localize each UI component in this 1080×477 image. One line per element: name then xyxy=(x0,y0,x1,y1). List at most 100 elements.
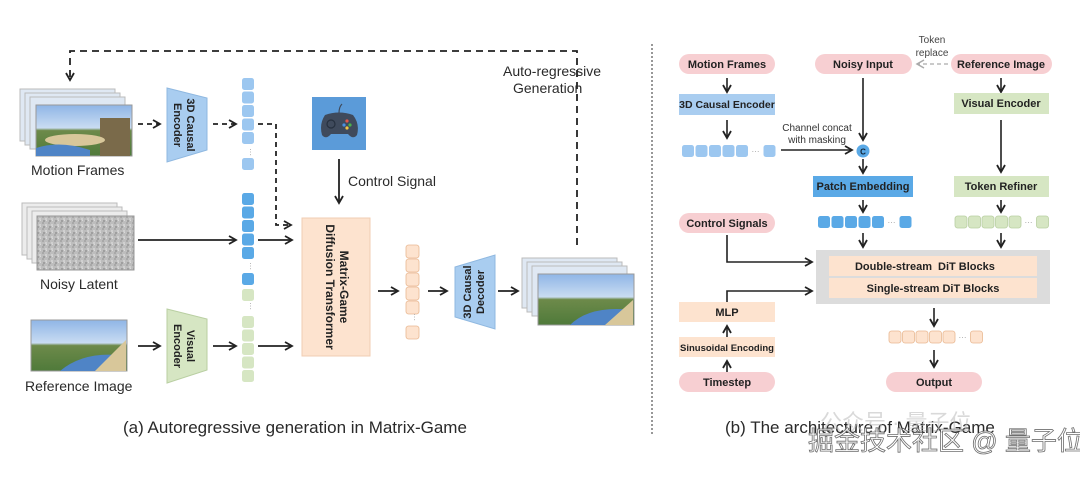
ellipsis: ··· xyxy=(752,147,760,156)
token-cell xyxy=(405,300,420,315)
noisy-input-pill-label: Noisy Input xyxy=(833,59,893,71)
token-cell xyxy=(902,330,915,344)
dit-blocks-label: DiT Blocks xyxy=(938,261,995,273)
mlp-label: MLP xyxy=(715,307,738,319)
ellipsis: ··· xyxy=(959,333,967,342)
ellipsis: ··· xyxy=(888,218,896,227)
reference-image-pill xyxy=(951,54,1052,74)
token-cell xyxy=(858,216,871,228)
token-cell xyxy=(899,216,912,228)
output-label: Output xyxy=(916,377,952,389)
token-cell xyxy=(818,216,830,228)
channel-concat-label-1: Channel concat xyxy=(782,123,852,134)
visual-encoder-label-1: Visual xyxy=(184,330,196,362)
output-token-column: ··· xyxy=(405,244,420,340)
timestep-label: Timestep xyxy=(703,377,751,389)
timestep-pill xyxy=(679,372,775,392)
output-pill xyxy=(886,372,982,392)
dit-blocks-block xyxy=(934,256,1037,276)
patch-embedding-label: Patch Embedding xyxy=(817,181,910,193)
token-cell xyxy=(242,220,254,232)
channel-concat-label-2: with masking xyxy=(787,135,846,146)
double-stream-label: Double-stream xyxy=(855,261,932,273)
left-caption: (a) Autoregressive generation in Matrix-… xyxy=(123,418,467,437)
token-cell xyxy=(242,78,254,90)
3d-causal-encoder-label: 3D Causal Encoder xyxy=(679,99,775,111)
ellipsis: ··· xyxy=(1025,218,1033,227)
concat-node xyxy=(856,144,870,158)
watermark-line-2: 掘金技术社区 @ 量子位 xyxy=(808,426,1080,456)
token-cell xyxy=(722,145,735,157)
ellipsis: ··· xyxy=(246,148,255,156)
token-cell xyxy=(695,145,708,157)
visual-encoder-box xyxy=(954,93,1049,114)
encoder-label-1: 3D Causal xyxy=(184,98,196,151)
3d-causal-encoder-block xyxy=(166,87,208,163)
token-cell xyxy=(242,329,254,342)
motion-frames-pill xyxy=(679,54,775,74)
gamepad-icon xyxy=(312,97,366,150)
watermark-line-1: 公众号 · 量子位 xyxy=(820,410,972,435)
visual-encoder-label: Visual Encoder xyxy=(961,98,1041,110)
patch-embedding-box xyxy=(813,176,913,197)
visual-encoder-block xyxy=(166,308,208,384)
autoregressive-loop-arrow xyxy=(65,50,578,245)
token-cell xyxy=(929,330,942,344)
token-cell xyxy=(682,145,694,157)
token-cell xyxy=(970,330,983,344)
token-cell xyxy=(405,272,420,287)
token-cell xyxy=(942,330,956,344)
refined-token-row: ··· xyxy=(954,215,1049,229)
token-replace-label-2: replace xyxy=(916,48,949,59)
output-token-row: ··· xyxy=(888,330,983,344)
token-cell xyxy=(242,233,254,246)
token-cell xyxy=(242,356,254,369)
token-cell xyxy=(242,91,254,104)
autoregressive-label-2: Generation xyxy=(513,80,582,96)
reference-image-label: Reference Image xyxy=(25,378,133,394)
motion-frames-label: Motion Frames xyxy=(31,162,124,178)
control-signals-pill-label: Control Signals xyxy=(686,218,767,230)
arrow-mlp-to-dit xyxy=(726,286,814,302)
token-cell xyxy=(242,158,254,170)
motion-token-row: ··· xyxy=(682,145,776,157)
double-stream-block xyxy=(829,256,934,276)
token-cell xyxy=(995,215,1008,229)
token-cell xyxy=(405,244,420,259)
token-cell xyxy=(1008,215,1022,229)
control-signal-label: Control Signal xyxy=(348,173,436,189)
token-refiner-label: Token Refiner xyxy=(965,181,1038,193)
token-cell xyxy=(405,258,420,273)
ellipsis: ··· xyxy=(410,313,419,321)
token-cell xyxy=(405,325,420,340)
patch-token-row: ··· xyxy=(818,216,912,228)
dit-label-1: Matrix-Game xyxy=(337,251,351,324)
token-cell xyxy=(242,343,254,355)
token-cell xyxy=(242,289,254,301)
decoder-label-1: 3D Causal xyxy=(462,265,474,318)
noisy-latent-stack xyxy=(21,202,135,271)
sinusoidal-encoding-box xyxy=(679,337,775,357)
noisy-latent-label: Noisy Latent xyxy=(40,276,118,292)
3d-causal-encoder-box xyxy=(679,94,775,115)
token-cell xyxy=(242,193,254,205)
decoder-label-2: Decoder xyxy=(475,269,487,314)
token-cell xyxy=(242,370,254,382)
single-stream-label: Single-stream DiT Blocks xyxy=(867,283,1000,295)
token-cell xyxy=(763,145,776,157)
dit-label-2: Diffusion Transformer xyxy=(323,224,337,350)
visual-encoder-label-2: Encoder xyxy=(171,324,183,369)
3d-causal-decoder-block xyxy=(454,254,496,330)
arrow-control-to-dit xyxy=(726,235,814,267)
token-cell xyxy=(1036,215,1049,229)
autoregressive-label-1: Auto-regressive xyxy=(503,63,601,79)
ellipsis: ··· xyxy=(246,262,255,270)
token-cell xyxy=(888,330,902,344)
token-cell xyxy=(736,145,748,157)
token-cell xyxy=(954,215,968,229)
token-cell xyxy=(242,316,254,328)
single-stream-block xyxy=(829,278,1037,298)
encoder-label-2: Encoder xyxy=(171,103,183,148)
concat-symbol: C xyxy=(860,148,866,157)
